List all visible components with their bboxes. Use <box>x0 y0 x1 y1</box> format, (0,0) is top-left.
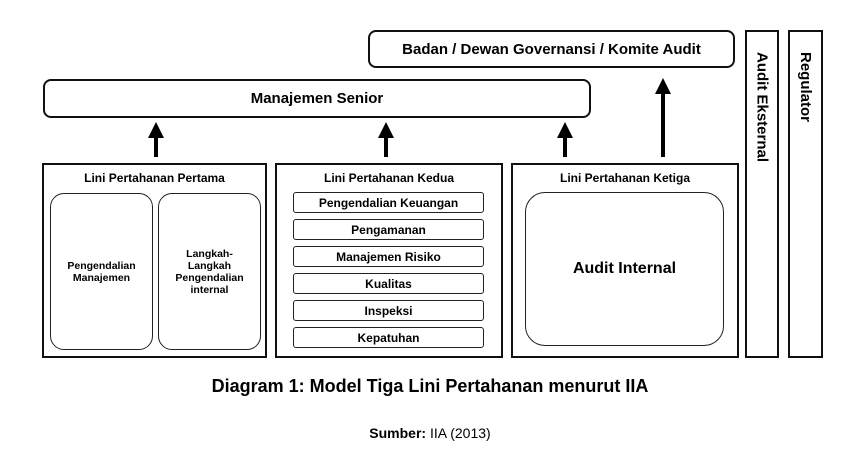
diagram-caption: Diagram 1: Model Tiga Lini Pertahanan me… <box>211 376 649 396</box>
regulator-box: Regulator <box>788 30 823 358</box>
first-line-box: Lini Pertahanan Pertama Pengendalian Man… <box>42 163 267 358</box>
management-controls-label: Pengendalian Manajemen <box>67 259 136 284</box>
governance-box: Badan / Dewan Governansi / Komite Audit <box>368 30 735 68</box>
internal-audit-label: Audit Internal <box>572 260 677 277</box>
source-value: IIA (2013) <box>429 425 491 441</box>
quality-label: Kualitas <box>365 276 412 291</box>
management-controls-box: Pengendalian Manajemen <box>50 193 153 350</box>
second-line-box: Lini Pertahanan Kedua Pengendalian Keuan… <box>275 163 503 358</box>
governance-label: Badan / Dewan Governansi / Komite Audit <box>402 40 701 58</box>
compliance-label: Kepatuhan <box>357 330 420 345</box>
senior-management-box: Manajemen Senior <box>43 79 591 118</box>
regulator-label: Regulator <box>797 52 814 123</box>
inspection-box: Inspeksi <box>293 300 484 321</box>
internal-audit-box: Audit Internal <box>525 192 724 346</box>
first-line-title: Lini Pertahanan Pertama <box>84 171 225 185</box>
security-box: Pengamanan <box>293 219 484 240</box>
risk-management-label: Manajemen Risiko <box>336 249 441 264</box>
third-line-title: Lini Pertahanan Ketiga <box>559 171 691 185</box>
quality-box: Kualitas <box>293 273 484 294</box>
internal-control-measures-label: Langkah- Langkah Pengendalian internal <box>175 247 244 296</box>
internal-control-measures-box: Langkah- Langkah Pengendalian internal <box>158 193 261 350</box>
source-label: Sumber: <box>369 425 427 441</box>
source-line: Sumber: IIA (2013) <box>0 425 860 441</box>
senior-management-label: Manajemen Senior <box>250 90 384 107</box>
financial-control-label: Pengendalian Keuangan <box>318 195 459 210</box>
risk-management-box: Manajemen Risiko <box>293 246 484 267</box>
financial-control-box: Pengendalian Keuangan <box>293 192 484 213</box>
inspection-label: Inspeksi <box>364 303 413 318</box>
security-label: Pengamanan <box>351 222 426 237</box>
external-audit-label: Audit Eksternal <box>753 52 771 163</box>
third-line-box: Lini Pertahanan Ketiga Audit Internal <box>511 163 739 358</box>
second-line-title: Lini Pertahanan Kedua <box>323 171 455 185</box>
external-audit-box: Audit Eksternal <box>745 30 779 358</box>
compliance-box: Kepatuhan <box>293 327 484 348</box>
